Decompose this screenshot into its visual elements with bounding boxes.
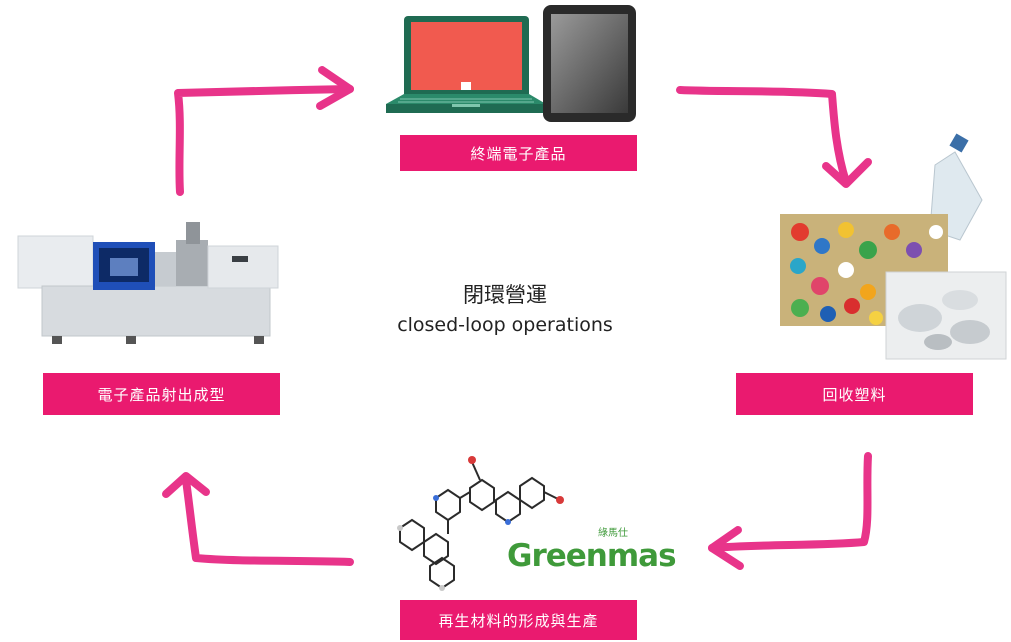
label-regenerated-material: 再生材料的形成與生產 bbox=[400, 600, 637, 640]
arrow-products-to-recycling bbox=[676, 86, 850, 186]
center-title: 閉環營運 bbox=[463, 283, 547, 307]
plastic-caps-photo bbox=[780, 214, 948, 326]
plastic-waste-photo bbox=[885, 271, 1007, 360]
molecule-structure bbox=[397, 456, 564, 591]
arrow-head-1 bbox=[316, 66, 354, 110]
arrow-head-4 bbox=[162, 472, 210, 498]
greenmas-logo: Greenmas bbox=[507, 538, 677, 574]
label-injection-molding: 電子產品射出成型 bbox=[43, 373, 280, 415]
arrow-recycling-to-material bbox=[708, 452, 872, 552]
arrow-material-to-molding bbox=[182, 476, 354, 566]
label-end-products: 終端電子產品 bbox=[400, 135, 637, 171]
center-subtitle: closed-loop operations bbox=[397, 314, 613, 336]
tablet-icon bbox=[543, 5, 636, 122]
arrow-head-2 bbox=[822, 158, 872, 188]
laptop-icon bbox=[386, 16, 546, 113]
label-recycled-plastic: 回收塑料 bbox=[736, 373, 973, 415]
injection-molding-machine bbox=[17, 222, 279, 344]
greenmas-logo-chinese: 綠馬仕 bbox=[598, 528, 628, 539]
arrow-head-3 bbox=[708, 526, 744, 570]
arrow-molding-to-products bbox=[174, 85, 354, 196]
